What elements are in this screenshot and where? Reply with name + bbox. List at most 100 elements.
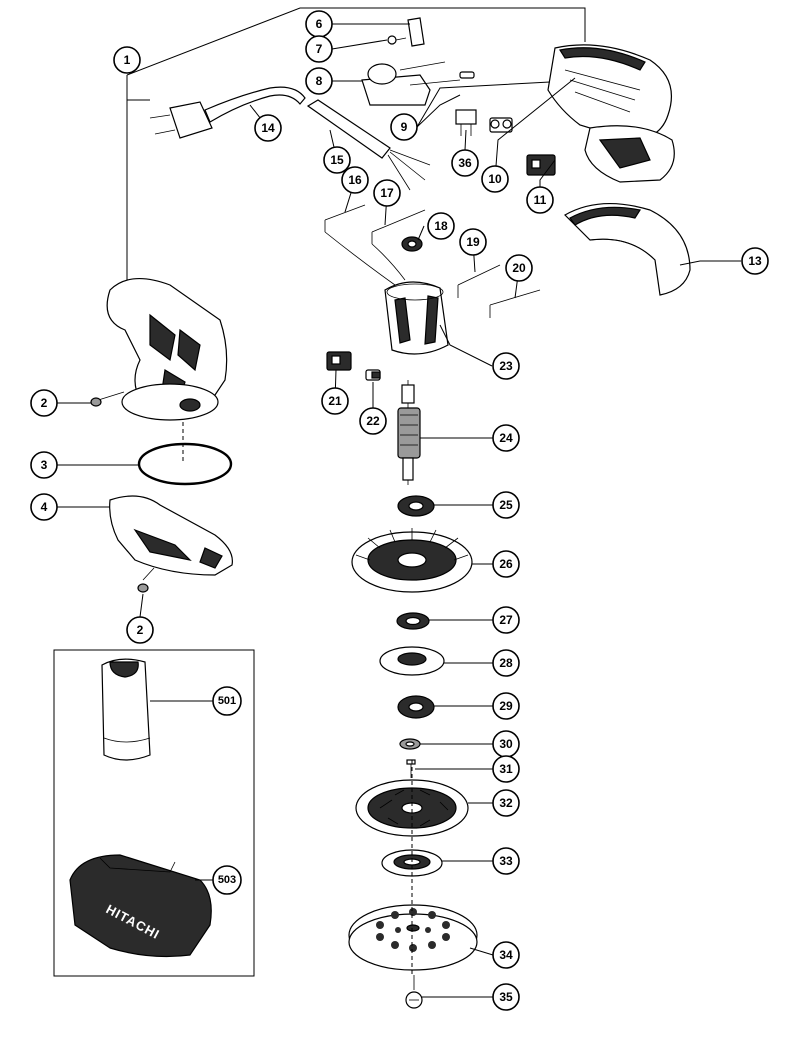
bearing-25 bbox=[397, 495, 435, 517]
callout-8: 8 bbox=[305, 67, 333, 95]
bearing-housing bbox=[379, 646, 445, 676]
screw-35 bbox=[405, 975, 423, 1009]
svg-text:501: 501 bbox=[218, 695, 236, 707]
o-ring bbox=[137, 422, 233, 486]
svg-text:31: 31 bbox=[499, 762, 513, 776]
svg-text:35: 35 bbox=[499, 990, 513, 1004]
callout-7: 7 bbox=[305, 35, 333, 63]
svg-text:15: 15 bbox=[330, 153, 344, 167]
bearing-18 bbox=[401, 236, 423, 252]
svg-text:17: 17 bbox=[380, 186, 394, 200]
carbon-brush-22 bbox=[365, 369, 381, 381]
svg-text:18: 18 bbox=[434, 219, 448, 233]
dust-bag bbox=[101, 658, 151, 761]
callout-35: 35 bbox=[492, 983, 520, 1011]
callout-11: 11 bbox=[526, 186, 554, 214]
callout-29: 29 bbox=[492, 692, 520, 720]
callout-26: 26 bbox=[492, 550, 520, 578]
carrying-case: HITACHI bbox=[69, 854, 212, 958]
callout-503: 503 bbox=[212, 865, 242, 895]
svg-text:6: 6 bbox=[316, 17, 323, 31]
callout-21: 21 bbox=[321, 387, 349, 415]
callout-20: 20 bbox=[505, 254, 533, 282]
callout-24: 24 bbox=[492, 424, 520, 452]
callout-1: 1 bbox=[113, 46, 141, 74]
callout-13: 13 bbox=[741, 247, 769, 275]
callout-33: 33 bbox=[492, 847, 520, 875]
callout-36: 36 bbox=[451, 149, 479, 177]
power-cord-plug bbox=[149, 86, 306, 139]
svg-text:9: 9 bbox=[401, 120, 408, 134]
callout-22: 22 bbox=[359, 407, 387, 435]
svg-text:16: 16 bbox=[348, 173, 362, 187]
svg-text:20: 20 bbox=[512, 261, 526, 275]
connector-part-10 bbox=[489, 117, 513, 133]
svg-text:27: 27 bbox=[499, 613, 513, 627]
callout-19: 19 bbox=[459, 228, 487, 256]
callout-25: 25 bbox=[492, 491, 520, 519]
cord-clamp bbox=[361, 61, 475, 106]
callout-2-lower: 2 bbox=[126, 616, 154, 644]
svg-text:23: 23 bbox=[499, 359, 513, 373]
callout-17: 17 bbox=[373, 179, 401, 207]
svg-text:10: 10 bbox=[488, 172, 502, 186]
housing-half-right bbox=[547, 44, 675, 183]
brush-holder-21 bbox=[326, 351, 352, 371]
callout-31: 31 bbox=[492, 755, 520, 783]
screw-31 bbox=[406, 759, 416, 778]
svg-text:14: 14 bbox=[261, 121, 275, 135]
svg-text:33: 33 bbox=[499, 854, 513, 868]
callout-14: 14 bbox=[254, 114, 282, 142]
svg-text:3: 3 bbox=[41, 458, 48, 472]
lower-housing bbox=[109, 495, 233, 576]
svg-text:2: 2 bbox=[41, 396, 48, 410]
callout-28: 28 bbox=[492, 649, 520, 677]
top-bracket-lines bbox=[126, 7, 586, 280]
svg-text:13: 13 bbox=[748, 254, 762, 268]
armature bbox=[397, 380, 421, 485]
callout-9: 9 bbox=[390, 113, 418, 141]
callout-32: 32 bbox=[492, 789, 520, 817]
pad-fan bbox=[355, 779, 469, 837]
bracket-part-6 bbox=[407, 17, 425, 47]
callout-16: 16 bbox=[341, 166, 369, 194]
bearing-29 bbox=[397, 695, 435, 719]
svg-text:29: 29 bbox=[499, 699, 513, 713]
svg-text:19: 19 bbox=[466, 235, 480, 249]
svg-text:1: 1 bbox=[124, 53, 131, 67]
callout-501: 501 bbox=[212, 686, 242, 716]
callout-23: 23 bbox=[492, 352, 520, 380]
svg-text:28: 28 bbox=[499, 656, 513, 670]
screw-2-lower bbox=[137, 567, 155, 593]
washer-30 bbox=[399, 738, 421, 750]
washer-27 bbox=[396, 612, 430, 630]
callout-15: 15 bbox=[323, 146, 351, 174]
callout-34: 34 bbox=[492, 941, 520, 969]
svg-text:7: 7 bbox=[316, 42, 323, 56]
svg-text:2: 2 bbox=[137, 623, 144, 637]
housing-cover bbox=[564, 203, 691, 296]
svg-text:25: 25 bbox=[499, 498, 513, 512]
svg-text:34: 34 bbox=[499, 948, 513, 962]
svg-text:36: 36 bbox=[458, 156, 472, 170]
callout-4: 4 bbox=[30, 493, 58, 521]
lead-wires bbox=[324, 204, 541, 318]
screw-2-upper bbox=[90, 391, 125, 407]
svg-text:26: 26 bbox=[499, 557, 513, 571]
svg-text:11: 11 bbox=[534, 193, 547, 207]
callout-10: 10 bbox=[481, 165, 509, 193]
fan bbox=[351, 528, 473, 593]
cord-with-sleeve bbox=[306, 99, 431, 191]
accessory-box bbox=[53, 649, 255, 977]
stator bbox=[384, 281, 449, 355]
svg-text:8: 8 bbox=[316, 74, 323, 88]
svg-text:21: 21 bbox=[328, 394, 342, 408]
callout-6: 6 bbox=[305, 10, 333, 38]
svg-text:24: 24 bbox=[499, 431, 513, 445]
sanding-pad bbox=[348, 904, 478, 971]
screw-part-7 bbox=[387, 35, 407, 45]
callout-27: 27 bbox=[492, 606, 520, 634]
callout-30: 30 bbox=[492, 730, 520, 758]
svg-text:32: 32 bbox=[499, 796, 513, 810]
